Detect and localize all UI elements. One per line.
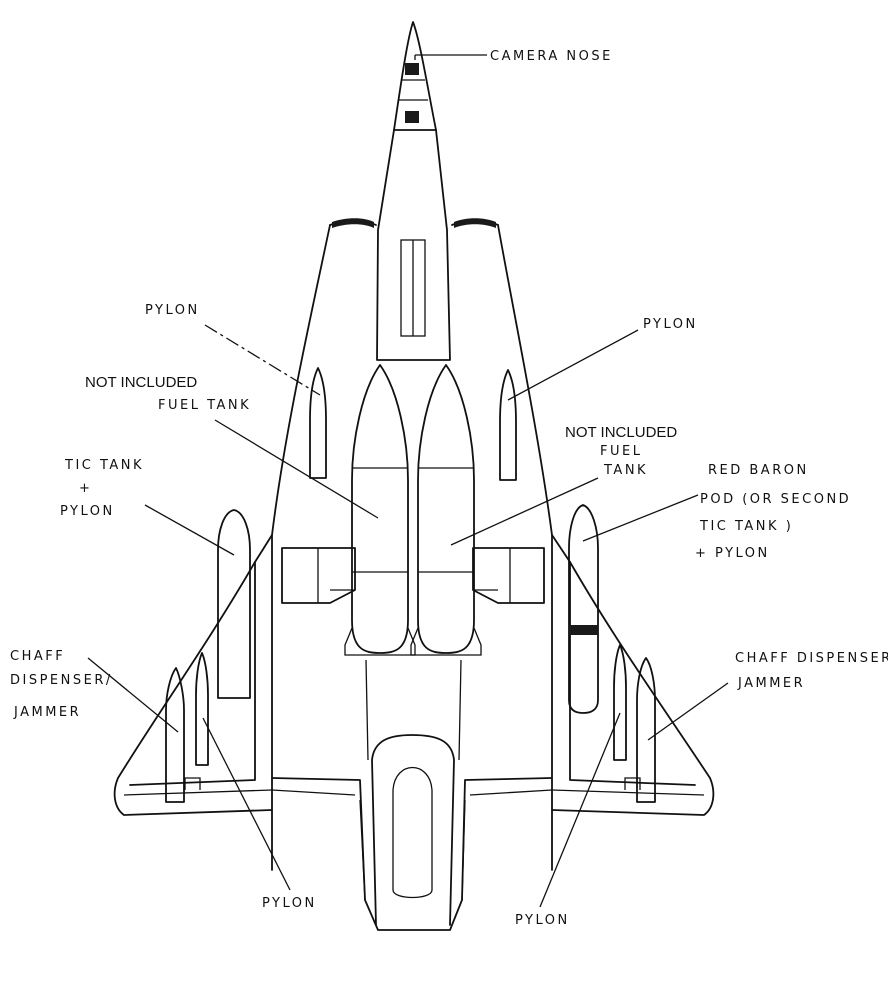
strake-right: [551, 534, 696, 786]
chaff-dispenser-right: [636, 657, 656, 803]
label-chaff-left-2: DISPENSER/: [10, 673, 113, 688]
body-right: [497, 224, 553, 871]
label-chaff-left-3: JAMMER: [13, 705, 81, 720]
wing-right: [551, 561, 715, 816]
body-left: [271, 224, 331, 871]
label-chaff-left-1: CHAFF: [10, 649, 65, 664]
red-baron-pod: [568, 504, 599, 714]
label-tank-right: TANK: [603, 463, 648, 478]
pylon-lower-right: [613, 644, 627, 761]
label-pylon-tic: PYLON: [60, 504, 115, 519]
label-pylon-bottom-right: PYLON: [515, 913, 570, 928]
forward-fuselage: [376, 129, 451, 361]
label-plus-left: +: [79, 481, 92, 496]
label-red-baron-1: RED BARON: [708, 463, 809, 478]
label-tic-tank: TIC TANK: [64, 458, 144, 473]
label-chaff-right-1: CHAFF DISPENSER/: [735, 651, 888, 666]
label-pylon-upper-left: PYLON: [145, 303, 200, 318]
fuel-tank-left: [351, 364, 409, 654]
pod-band: [569, 625, 598, 635]
fuel-tank-right: [417, 364, 475, 654]
camera-window-upper: [405, 63, 419, 75]
label-camera-nose: CAMERA NOSE: [490, 49, 613, 64]
label-pylon-bottom-left: PYLON: [262, 896, 317, 911]
chaff-dispenser-left: [165, 667, 185, 803]
label-pylon-upper-right: PYLON: [643, 317, 698, 332]
pylon-upper-left: [309, 367, 327, 479]
wing-left: [113, 561, 273, 816]
intake-box-left: [281, 547, 356, 604]
leader-lines: [87, 54, 729, 908]
callout-labels: CAMERA NOSE PYLON PYLON NOT INCLUDED FUE…: [10, 49, 888, 928]
camera-window-lower: [405, 111, 419, 123]
label-red-baron-4: + PYLON: [695, 546, 770, 561]
label-red-baron-3: TIC TANK ): [699, 519, 793, 534]
label-fuel-tank-left: FUEL TANK: [158, 398, 251, 413]
aircraft-drawing: [113, 21, 715, 931]
label-red-baron-2: POD (OR SECOND: [700, 492, 851, 507]
label-fuel-right: FUEL: [600, 444, 642, 459]
label-chaff-right-2: JAMMER: [737, 676, 805, 691]
pylon-upper-right: [499, 369, 517, 481]
tic-tank-left: [217, 509, 251, 699]
label-not-included-left: NOT INCLUDED: [85, 374, 197, 391]
strake-left: [129, 534, 273, 786]
intake-box-right: [472, 547, 545, 604]
camera-nose-shape: [393, 21, 437, 131]
label-not-included-right: NOT INCLUDED: [565, 424, 677, 441]
tail-fin: [371, 734, 455, 926]
pylon-lower-left: [195, 652, 209, 766]
